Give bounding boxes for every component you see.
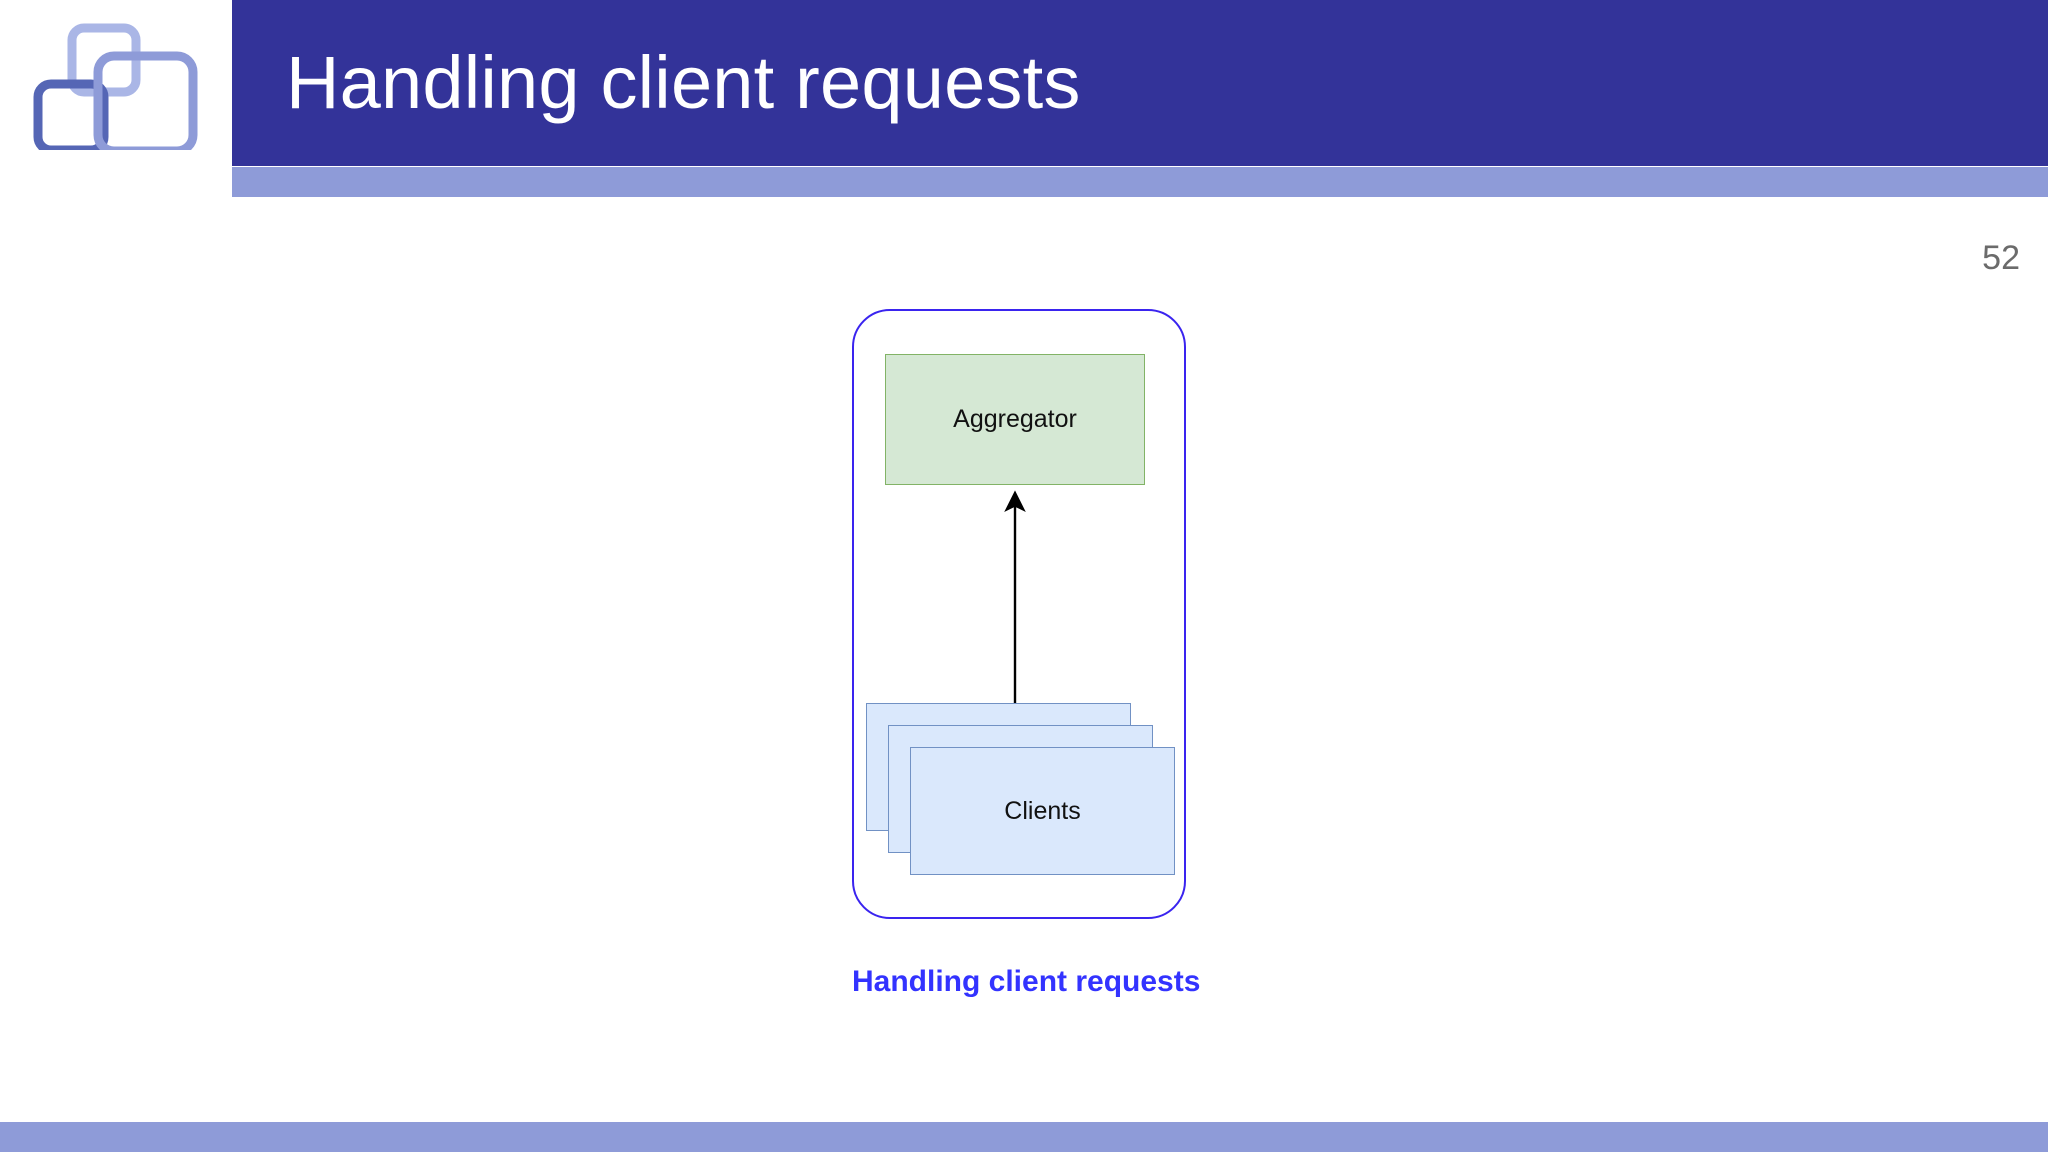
header-accent-band <box>232 167 2048 197</box>
diagram-node-aggregator: Aggregator <box>885 354 1145 485</box>
client-card-front: Clients <box>910 747 1175 875</box>
overlapping-squares-logo-icon <box>28 18 208 150</box>
diagram-container: Aggregator Clients <box>852 309 1186 919</box>
footer-bar <box>0 1122 2048 1152</box>
diagram-node-clients-stack: Clients <box>866 703 1186 875</box>
diagram-caption: Handling client requests <box>852 965 1201 998</box>
header-band <box>232 0 2048 166</box>
page-number: 52 <box>1982 239 2020 277</box>
page-title: Handling client requests <box>286 41 1081 124</box>
